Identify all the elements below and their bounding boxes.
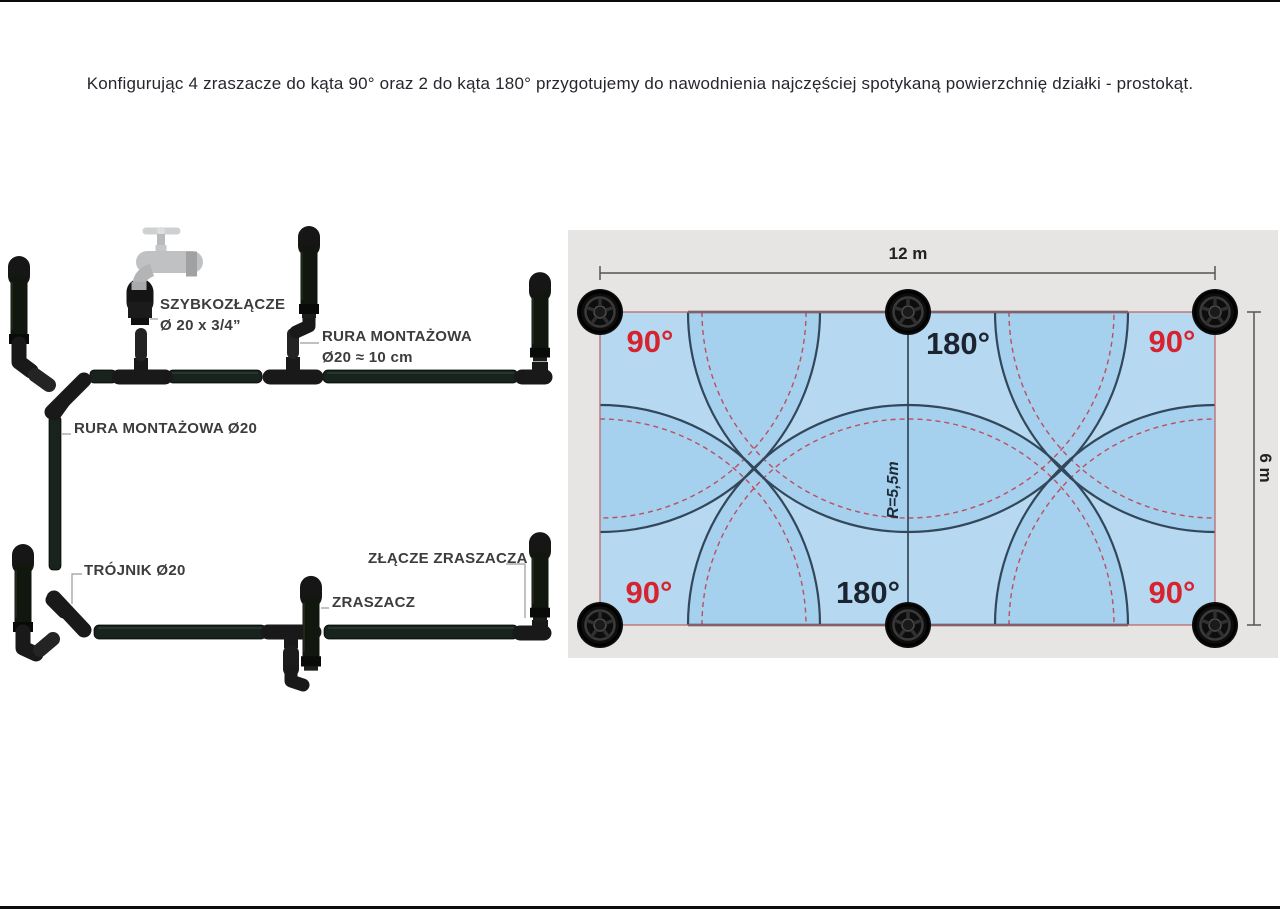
angle-label-90-bottom-right: 90° (1148, 575, 1196, 610)
coverage-arcs-dashed (599, 311, 1216, 626)
coverage-plan: 12 m 6 m R=5,5m 90° 90° 90° 90° 180° 180… (568, 230, 1278, 658)
elbow-icon (284, 664, 310, 692)
mounting-pipes (48, 369, 519, 640)
sprinkler-icon (533, 277, 540, 361)
dimension-width (599, 266, 1216, 280)
elbow-icon (512, 620, 552, 641)
elbow-icon (11, 336, 39, 379)
assembly-diagram: SZYBKOZŁĄCZE Ø 20 x 3/4” RURA MONTAŻOWA … (0, 222, 565, 709)
elbow-icon (289, 310, 316, 339)
headline: Konfigurując 4 zraszacze do kąta 90° ora… (86, 74, 1194, 93)
elbow-icon (514, 362, 553, 385)
angle-label-90-bottom-left: 90° (625, 575, 673, 610)
sprinkler-icon (533, 537, 540, 621)
angle-label-90-top-right: 90° (1148, 324, 1196, 359)
pipe (323, 624, 519, 640)
pipe (167, 369, 263, 384)
angle-label-180-top: 180° (925, 326, 991, 361)
connector-icon (28, 368, 56, 392)
angle-label-90-top-left: 90° (626, 324, 674, 359)
connector-icon (33, 632, 60, 657)
angle-label-180-bottom: 180° (835, 575, 901, 610)
label-sprinkler-connector: ZŁĄCZE ZRASZACZA (368, 550, 528, 567)
tee-diagonal-icon (45, 590, 92, 638)
top-border-line (0, 0, 1280, 2)
label-tee: TRÓJNIK Ø20 (84, 562, 186, 579)
pipe (93, 624, 267, 640)
elbow-icon (15, 624, 44, 662)
pipe-vertical-rura-montazowa (48, 415, 62, 571)
radius-label: R=5,5m (885, 461, 902, 519)
pipe (322, 369, 519, 384)
label-mount-pipe-short: RURA MONTAŻOWA Ø20 ≈ 10 cm (322, 328, 473, 366)
bottom-border-line (0, 906, 1280, 909)
label-pointer-lines (62, 318, 526, 618)
sprinkler-icon (304, 581, 311, 671)
tee-diagonal-icon (44, 372, 92, 421)
dimension-label-height: 6 m (1256, 453, 1275, 483)
dimension-label-width: 12 m (888, 244, 928, 263)
coverage-plan-drawing (575, 266, 1261, 650)
label-mount-pipe: RURA MONTAŻOWA Ø20 (74, 420, 258, 437)
sprinkler-icon (12, 261, 19, 348)
tee-icon (262, 357, 324, 385)
pipe-highlights (98, 372, 514, 629)
assembly-drawing (0, 222, 553, 692)
dimension-height (1247, 311, 1261, 626)
label-sprinkler: ZRASZACZ (332, 594, 416, 611)
sprinkler-icon (302, 231, 309, 318)
sprinkler-icon (16, 549, 23, 636)
label-quick-connect: SZYBKOZŁĄCZE Ø 20 x 3/4” (160, 296, 286, 334)
tap-icon (131, 227, 203, 290)
